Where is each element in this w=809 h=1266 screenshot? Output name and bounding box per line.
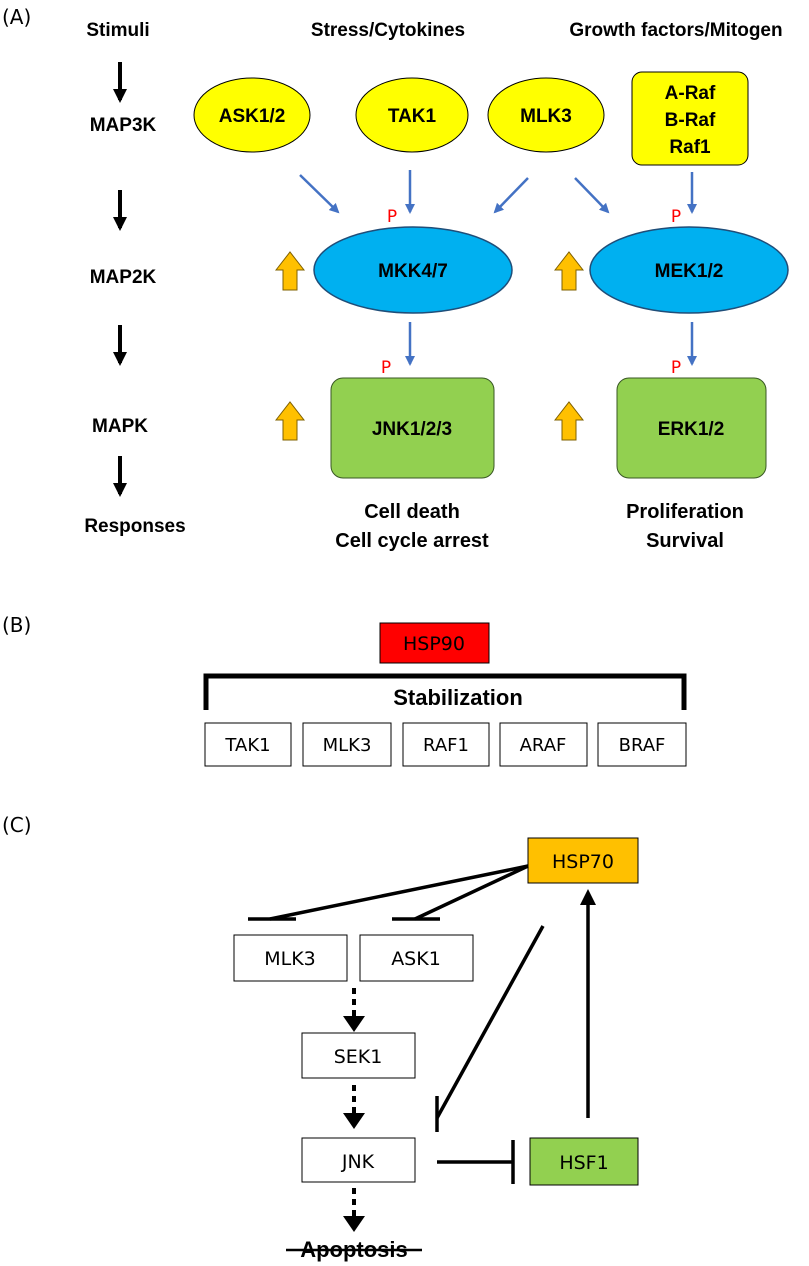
jnk-box: JNK: [301, 1137, 416, 1183]
node-ask12: ASK1/2: [193, 77, 311, 153]
client-boxes: TAK1 MLK3 RAF1 ARAF BRAF: [204, 722, 687, 767]
client-braf-label: BRAF: [619, 735, 666, 756]
level-map3k: MAP3K: [90, 115, 157, 136]
mlk3-label: MLK3: [264, 948, 316, 970]
response-erk-1: Proliferation: [626, 501, 744, 523]
level-responses: Responses: [84, 516, 185, 537]
mlk3-box: MLK3: [233, 934, 348, 982]
node-jnk123-label: JNK1/2/3: [372, 419, 452, 440]
stabilization-bracket: [203, 673, 687, 710]
sek1-label: SEK1: [334, 1046, 383, 1068]
node-ask12-label: ASK1/2: [219, 106, 286, 127]
node-raf: A-Raf B-Raf Raf1: [631, 71, 749, 166]
phospho-mkk: P: [387, 207, 397, 227]
map2k-to-mapk-arrows: [405, 322, 697, 366]
level-stimuli: Stimuli: [86, 20, 149, 41]
panel-b-label: (B): [2, 613, 31, 637]
panel-c-label: (C): [2, 813, 32, 837]
sek1-box: SEK1: [301, 1032, 416, 1079]
node-raf-line-1: A-Raf: [665, 83, 716, 104]
level-map2k: MAP2K: [90, 267, 157, 288]
jnk-hsf1-inhibition: [437, 1140, 515, 1184]
client-mlk3-label: MLK3: [323, 735, 372, 756]
client-mlk3: MLK3: [302, 722, 392, 767]
node-jnk123: JNK1/2/3: [330, 377, 495, 479]
client-raf1: RAF1: [402, 722, 490, 767]
stimuli-growth: Growth factors/Mitogen: [569, 20, 782, 41]
response-erk-2: Survival: [646, 530, 724, 552]
up-arrow-jnk: [274, 401, 306, 441]
response-jnk-2: Cell cycle arrest: [335, 530, 489, 552]
node-mek12: MEK1/2: [589, 226, 789, 314]
up-arrow-mkk: [274, 251, 306, 291]
hsf1-to-hsp70-arrow: [580, 889, 596, 1118]
panel-a-label: (A): [2, 5, 31, 29]
dotted-arrows: [343, 988, 365, 1232]
upregulation-arrows: [274, 251, 585, 441]
node-mlk3: MLK3: [487, 77, 605, 153]
up-arrow-erk: [553, 401, 585, 441]
hsp70-inhibition-lines: [248, 864, 545, 1132]
client-braf: BRAF: [597, 722, 687, 767]
client-tak1: TAK1: [204, 722, 292, 767]
client-araf-label: ARAF: [520, 735, 567, 756]
node-mkk47: MKK4/7: [313, 226, 513, 314]
phospho-mek: P: [671, 207, 681, 227]
node-erk12: ERK1/2: [616, 377, 767, 479]
apoptosis-label-group: Apoptosis: [286, 1237, 422, 1262]
node-raf-line-3: Raf1: [669, 137, 711, 158]
hsp90-box: HSP90: [379, 622, 490, 664]
phospho-erk: P: [671, 358, 681, 378]
node-mek12-label: MEK1/2: [655, 261, 724, 282]
node-mlk3-label: MLK3: [520, 106, 572, 127]
up-arrow-mek: [553, 251, 585, 291]
hsp70-label: HSP70: [552, 851, 614, 873]
client-raf1-label: RAF1: [423, 735, 469, 756]
hsf1-box: HSF1: [529, 1137, 639, 1186]
node-erk12-label: ERK1/2: [658, 419, 725, 440]
node-raf-line-2: B-Raf: [665, 110, 716, 131]
node-tak1: TAK1: [355, 77, 469, 153]
hsp90-label: HSP90: [403, 633, 465, 655]
stabilization-label: Stabilization: [393, 685, 523, 710]
node-tak1-label: TAK1: [388, 106, 437, 127]
ask1-label: ASK1: [391, 948, 441, 970]
hsf1-label: HSF1: [559, 1152, 608, 1174]
client-araf: ARAF: [499, 722, 588, 767]
client-tak1-label: TAK1: [224, 735, 270, 756]
response-jnk-1: Cell death: [364, 501, 460, 523]
map3k-to-map2k-arrows: [299, 170, 697, 214]
phospho-jnk: P: [381, 358, 391, 378]
stimuli-stress: Stress/Cytokines: [311, 20, 465, 41]
jnk-label: JNK: [341, 1151, 375, 1173]
hsp70-box: HSP70: [527, 837, 639, 884]
node-mkk47-label: MKK4/7: [378, 261, 448, 282]
ask1-box: ASK1: [359, 934, 474, 982]
level-mapk: MAPK: [92, 416, 148, 437]
